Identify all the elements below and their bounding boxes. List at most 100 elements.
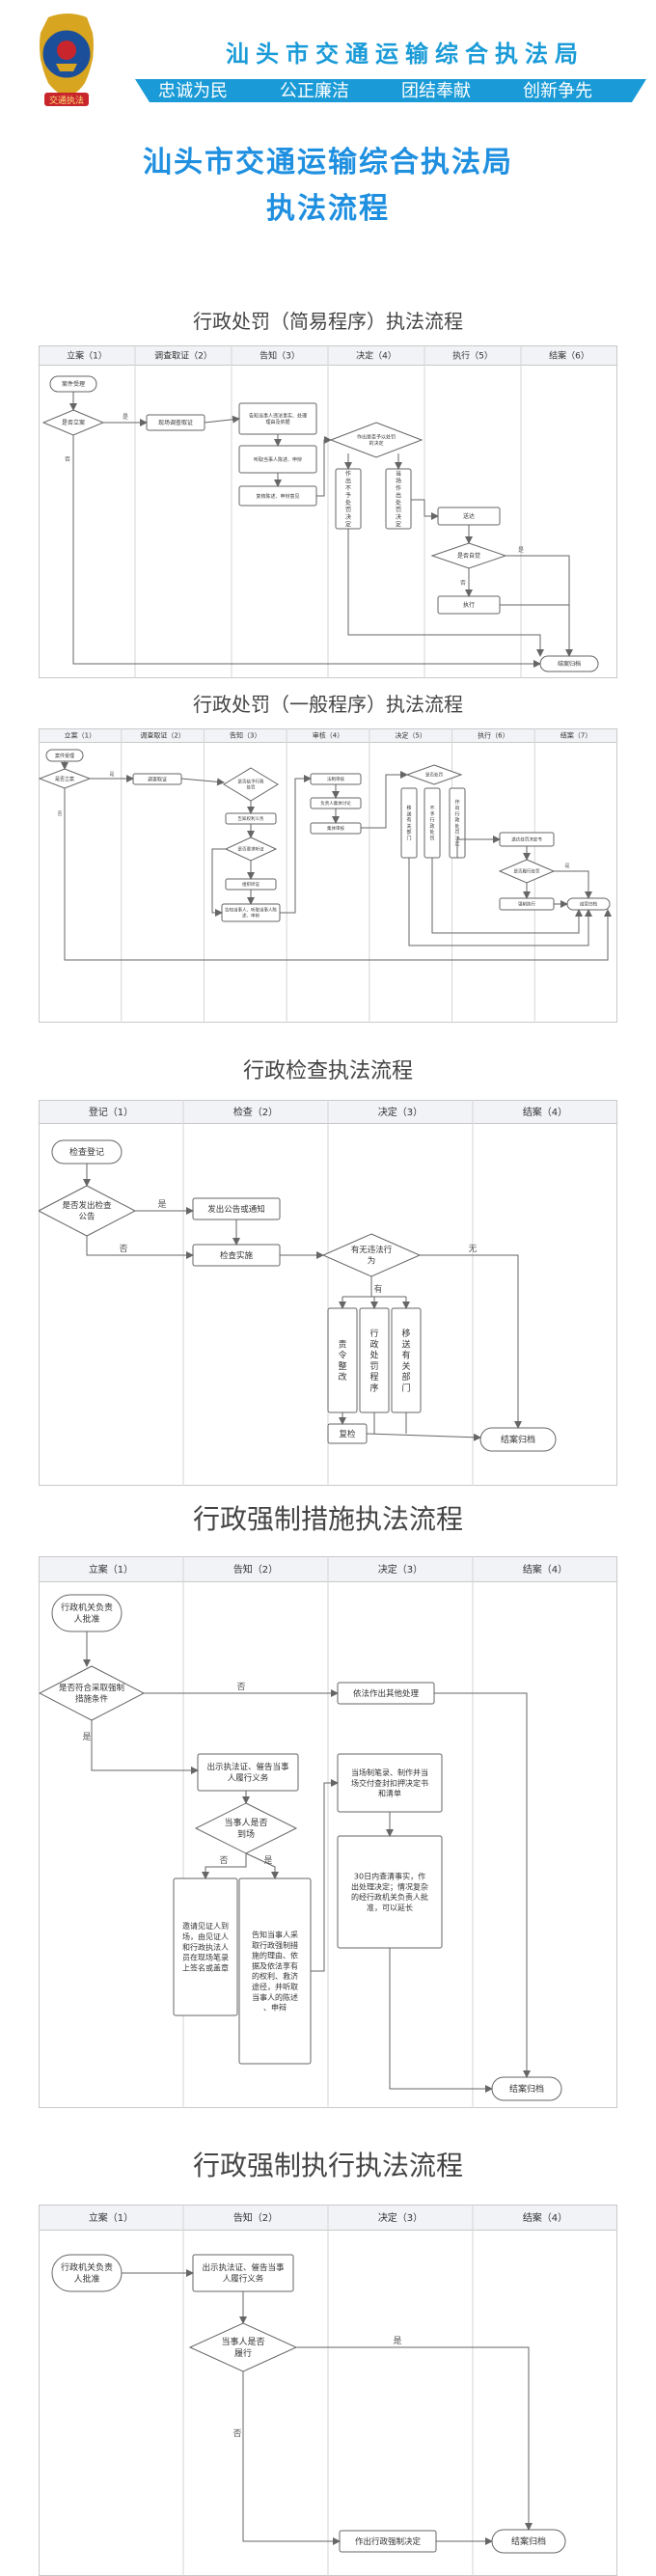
node-penalty-procedure-label: 行政处罚程序 bbox=[369, 1328, 378, 1393]
edge-label-no: 否 bbox=[65, 456, 70, 463]
node-issue-notice: 发出公告或通知 bbox=[192, 1197, 281, 1220]
coercive-measure-flowchart: 立案（1）告知（2）决定（3）结案（4）行政机关负责人批准是否符合采取强制措施条… bbox=[39, 1556, 617, 2108]
simple-flow-column-header: 调查取证（2） bbox=[154, 349, 212, 361]
decision-self-perform-label: 是否自觉 bbox=[457, 552, 480, 560]
node-case-accept-label: 案件受理 bbox=[55, 753, 74, 759]
node-on-site-record: 当场制笔录、制作并当场交付查封扣押决定书和清单 bbox=[337, 1753, 443, 1813]
edge-absent-to-witness bbox=[202, 1853, 247, 1879]
simple-penalty-flow-title: 行政处罚（简易程序）执法流程 bbox=[193, 310, 463, 333]
node-carry-out: 检查实施 bbox=[192, 1244, 281, 1267]
decision-penalize: 是否处罚 bbox=[405, 764, 463, 785]
node-transfer-department: 移送有关部门 bbox=[391, 1307, 422, 1413]
node-no-penalty-label: 不予行政处罚 bbox=[429, 806, 434, 841]
measure-flow-column-header: 告知（2） bbox=[233, 1563, 278, 1576]
execution-flow-column-header: 告知（2） bbox=[233, 2211, 278, 2224]
general-flow-column-header: 调查取证（2） bbox=[140, 731, 184, 740]
node-archive: 结案归档 bbox=[479, 1427, 557, 1452]
node-approval-label: 行政机关负责人批准 bbox=[61, 1602, 113, 1625]
edge-label-no: 否 bbox=[119, 1244, 127, 1254]
decision-penalize-label: 是否处罚 bbox=[425, 772, 443, 779]
edge-notify-to-record bbox=[311, 1779, 339, 1972]
node-coercive-decision: 作出行政强制决定 bbox=[339, 2530, 437, 2553]
badge-anchor-icon bbox=[56, 64, 77, 71]
general-flow-column-header: 立案（1） bbox=[65, 731, 96, 740]
badge-ribbon bbox=[44, 93, 89, 106]
node-investigate-30days-shape bbox=[337, 1835, 443, 1949]
decision-penalize-shape bbox=[329, 422, 424, 458]
node-hold-hearing: 组织听证 bbox=[225, 878, 277, 891]
general-flow-column-header: 执行（6） bbox=[478, 731, 508, 740]
edge-label-no: 否 bbox=[219, 1855, 228, 1866]
node-hear-statements: 听取当事人陈述、申辩 bbox=[238, 445, 317, 474]
node-deliver-notice: 送达处罚决定书 bbox=[499, 832, 555, 847]
node-hear-statements-label: 听取当事人陈述、申辩 bbox=[254, 456, 302, 463]
coercive-execution-flowchart: 立案（1）告知（2）决定（3）结案（4）行政机关负责人批准出示执法证、催告当事人… bbox=[39, 2205, 617, 2576]
node-review-statements-label: 复核陈述、申辩意见 bbox=[256, 493, 299, 500]
node-hold-hearing-label: 组织听证 bbox=[242, 881, 260, 888]
node-archive-label: 结案归档 bbox=[558, 660, 581, 668]
slogan-text: 忠诚为民 bbox=[158, 81, 228, 101]
edge-investigate-to-notify bbox=[204, 415, 240, 424]
edge-label-no: 否 bbox=[57, 811, 62, 817]
node-on-spot-penalty-label: 当场作出处罚决定 bbox=[396, 470, 401, 528]
node-investigate: 调查取证 bbox=[132, 773, 182, 785]
inspection-flowchart: 登记（1）检查（2）决定（3）结案（4）检查登记是否发出检查公告发出公告或通知检… bbox=[39, 1100, 617, 1486]
simple-penalty-flowchart: 立案（1）调查取证（2）告知（3）决定（4）执行（5）结案（6）案件受理是否立案… bbox=[39, 345, 617, 678]
edge-present-to-notify bbox=[245, 1852, 279, 1879]
slogan-text: 公正廉洁 bbox=[280, 81, 349, 101]
node-deliver-notice-label: 送达处罚决定书 bbox=[511, 836, 542, 843]
badge-text: 交通执法 bbox=[49, 95, 84, 106]
edge-investigate-to-archive bbox=[389, 1948, 493, 2093]
inspection-flow-title: 行政检查执法流程 bbox=[242, 1059, 413, 1083]
node-legal-review-label: 法制审核 bbox=[327, 776, 344, 782]
node-legal-review: 法制审核 bbox=[310, 773, 362, 785]
edge-label-yes: 是 bbox=[518, 547, 524, 554]
edge-label-no: 否 bbox=[236, 1682, 245, 1692]
edge-label-yes: 是 bbox=[564, 863, 569, 869]
node-archive: 结案归档 bbox=[539, 655, 599, 672]
edge-no-penalty-to-archive bbox=[347, 529, 544, 657]
edge-penalty-to-deliver bbox=[411, 499, 439, 520]
decision-violation-label: 有无违法行为 bbox=[351, 1245, 393, 1266]
coercive-execution-flow-title: 行政强制执行执法流程 bbox=[192, 2150, 463, 2181]
node-coercive-decision-label: 作出行政强制决定 bbox=[355, 2536, 422, 2547]
edge-no-file-to-archive bbox=[72, 435, 541, 668]
header-banner: 交通执法汕头市交通运输综合执法局忠诚为民公正廉洁团结奉献创新争先 bbox=[0, 0, 656, 130]
node-other-handling: 依法作出其他处理 bbox=[337, 1682, 435, 1705]
edge-label-yes: 是 bbox=[393, 2336, 401, 2346]
edge-label-yes: 是 bbox=[82, 1732, 91, 1742]
edge-label-yes: 是 bbox=[123, 414, 128, 421]
badge-emblem bbox=[57, 41, 76, 60]
node-on-site-record-label: 当场制笔录、制作并当场交付查封扣押决定书和清单 bbox=[351, 1768, 428, 1798]
node-case-accept: 案件受理 bbox=[45, 749, 84, 762]
inspection-flow-column-header: 结案（4） bbox=[523, 1106, 567, 1118]
edge-review-to-penalize bbox=[361, 771, 408, 829]
page-title-line-1: 汕头市交通运输综合执法局 bbox=[143, 146, 513, 179]
edge-label-no: 否 bbox=[232, 2428, 241, 2439]
general-penalty-flow-title: 行政处罚（一般程序）执法流程 bbox=[193, 693, 463, 716]
edge-fulfil-no-to-decision bbox=[242, 2371, 341, 2545]
decision-eligible: 是否符合采取强制措施条件 bbox=[39, 1665, 146, 1721]
node-group-discuss-label: 负责人集体讨论 bbox=[320, 800, 351, 807]
node-notify-facts-label: 告知当事人违法事实、处理理由及依据 bbox=[249, 412, 307, 425]
node-transfer: 移送有关部门 bbox=[400, 787, 418, 859]
decision-should-penalize-label: 是否给予行政处罚 bbox=[238, 779, 264, 791]
node-on-spot-penalty: 当场作出处罚决定 bbox=[385, 468, 412, 530]
node-enforce-label: 强制执行 bbox=[518, 901, 535, 908]
edge-label-yes: 是 bbox=[263, 1855, 272, 1866]
general-flow-column-header: 决定（5） bbox=[395, 731, 425, 740]
decision-eligible-label: 是否符合采取强制措施条件 bbox=[59, 1683, 124, 1704]
node-recheck-label: 复检 bbox=[339, 1429, 356, 1439]
node-invite-witness-label: 邀请见证人到场，由见证人和行政执法人员在现场笔录上签名或盖章 bbox=[182, 1921, 229, 1972]
node-archive: 结案归档 bbox=[491, 2076, 562, 2101]
measure-flow-column-header: 结案（4） bbox=[523, 1563, 567, 1576]
page-title-line-2: 执法流程 bbox=[266, 192, 390, 226]
node-archive-label: 结案归档 bbox=[509, 2083, 544, 2095]
node-review-statements: 复核陈述、申辩意见 bbox=[238, 485, 317, 507]
node-archive-label: 结案归档 bbox=[580, 901, 597, 908]
edge-fulfil-yes-to-archive bbox=[296, 2346, 533, 2531]
node-notify-facts: 告知当事人违法事实、处理理由及依据 bbox=[238, 402, 317, 435]
edge-hear-to-legal bbox=[280, 775, 312, 914]
node-hear-parties-label: 告知当事人、听取当事人陈述、申辩 bbox=[225, 907, 277, 919]
decision-penalize-shape bbox=[405, 764, 463, 785]
